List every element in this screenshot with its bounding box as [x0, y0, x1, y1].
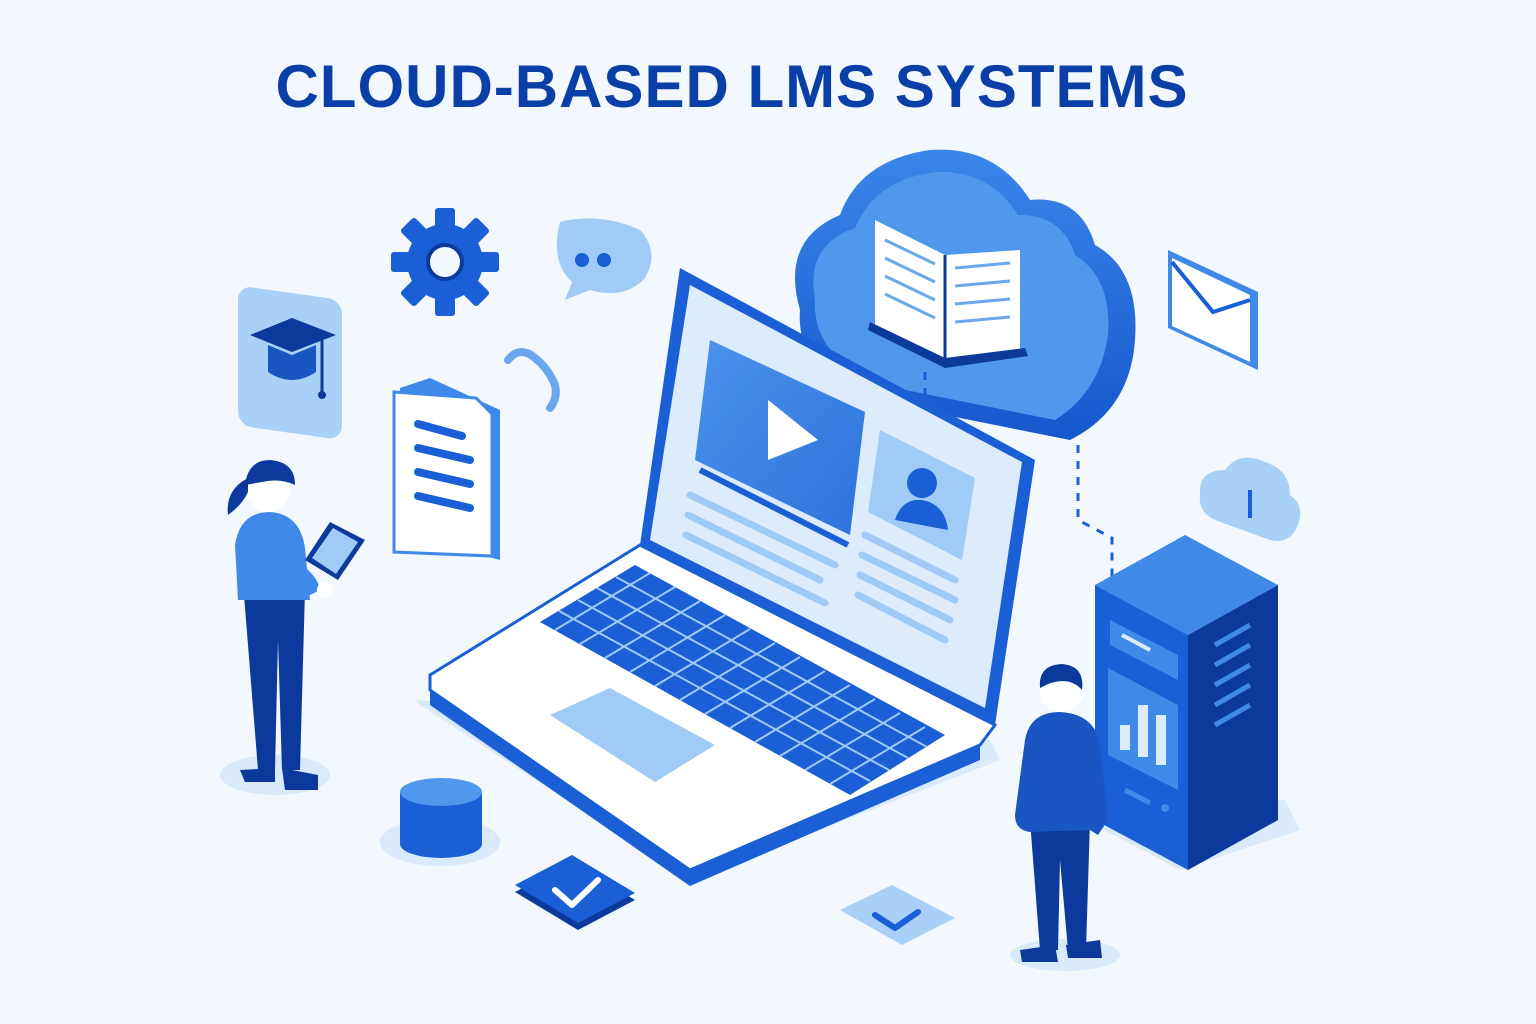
man-at-server [1015, 664, 1108, 962]
trackpad [550, 688, 715, 782]
envelope-icon [1168, 250, 1258, 370]
gear-icon [391, 208, 499, 316]
decorative-swirl [504, 348, 560, 412]
play-icon [768, 400, 818, 460]
bar-chart-icon [1120, 705, 1166, 765]
keyboard [540, 565, 945, 795]
page-title: CLOUD-BASED LMS SYSTEMS [275, 53, 1189, 120]
checkmark-icon [515, 855, 635, 930]
chevron-down-icon [840, 885, 955, 945]
chat-bubble-icon [556, 218, 652, 300]
woman-with-tablet [227, 460, 365, 790]
cloud-book-icon [795, 149, 1136, 441]
document-icon [392, 378, 500, 560]
server-rack-icon [1095, 535, 1278, 870]
graduation-cap-icon [238, 287, 342, 439]
cloud-icon [1199, 457, 1301, 541]
user-avatar-icon [868, 430, 975, 560]
laptop [428, 268, 1035, 886]
database-icon [400, 778, 482, 858]
video-player [695, 340, 865, 548]
tablet-icon [305, 522, 365, 580]
connector-lines [923, 372, 1114, 580]
